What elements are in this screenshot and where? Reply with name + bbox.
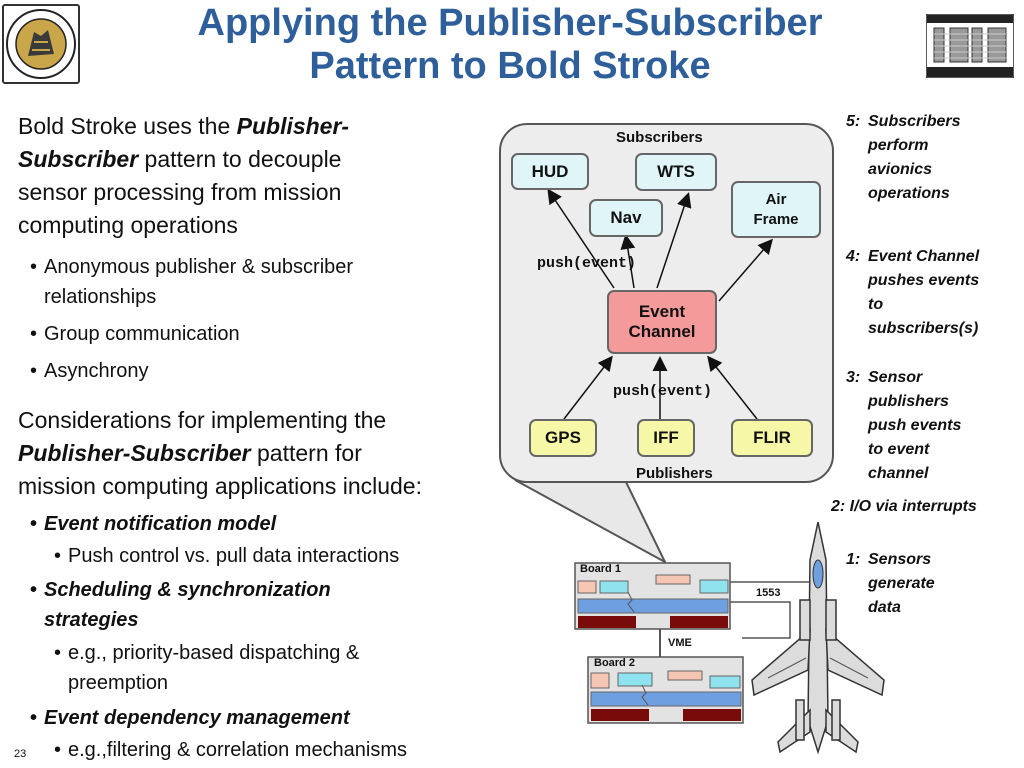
callout-wedge [514,479,668,565]
event-channel-node: Event Channel [607,290,717,354]
considerations-paragraph: Considerations for implementing the Publ… [18,407,422,499]
gps-node: GPS [529,419,597,457]
air-frame-node: Air Frame [731,181,821,238]
boards-graphic [574,562,744,724]
step-2-label: 2: I/O via interrupts [831,498,977,515]
publishers-label: Publishers [636,465,713,482]
intro-paragraph: Bold Stroke uses the Publisher- Subscrib… [18,113,350,238]
bullet-event-dependency: •Event dependency management [30,707,350,729]
fighter-jet-illustration [751,521,885,755]
isis-logo [925,13,1015,79]
subbullet-push-control: •Push control vs. pull data interactions [54,545,400,567]
board-2-label: Board 2 [594,657,635,669]
subbullet-filtering: •e.g.,filtering & correlation mechanisms [54,739,408,761]
bullet-asynchrony: •Asynchrony [30,360,149,382]
vanderbilt-seal-logo [2,4,80,84]
slide-number: 23 [14,748,27,760]
bullet-scheduling: • Scheduling & synchronization strategie… [30,579,331,631]
page-title: Applying the Publisher-Subscriber Patter… [197,2,823,87]
bullet-group-communication: •Group communication [30,323,240,345]
bullet-event-notification: •Event notification model [30,513,277,535]
wts-node: WTS [635,153,717,191]
diagram-arrows [547,188,773,420]
push-event-label-top: push(event) [537,255,637,272]
nav-node: Nav [589,199,663,237]
push-event-label-bottom: push(event) [613,383,713,400]
board-1-label: Board 1 [580,563,621,575]
hud-node: HUD [511,153,589,190]
vme-label: VME [668,637,692,649]
subbullet-priority: • e.g., priority-based dispatching & pre… [54,642,360,694]
iff-node: IFF [637,419,695,457]
bullet-anonymous: • Anonymous publisher & subscriber relat… [30,256,354,308]
flir-node: FLIR [731,419,813,457]
subscribers-label: Subscribers [616,129,703,146]
bus-1553-label: 1553 [756,587,781,599]
